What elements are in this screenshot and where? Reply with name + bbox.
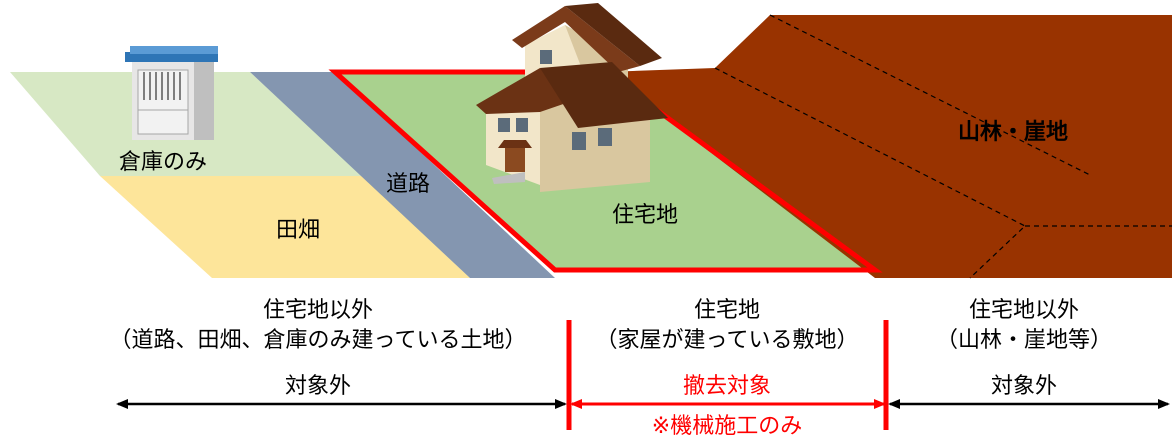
house-icon [476, 3, 668, 192]
center-status-label: 撤去対象 [682, 374, 772, 399]
slope-dashed-line [769, 14, 1091, 176]
left-caption-line1: 住宅地以外 [262, 298, 374, 323]
road-label: 道路 [385, 172, 431, 197]
machine-only-note: ※機械施工のみ [651, 414, 803, 439]
forest-cliff-area [605, 15, 1172, 278]
forest-cliff-label: 山林・崖地 [957, 120, 1069, 145]
storage-only-label: 倉庫のみ [118, 150, 208, 175]
left-status-label: 対象外 [284, 374, 352, 399]
storage-shed-icon [125, 46, 218, 140]
residential-label: 住宅地 [611, 203, 679, 228]
residential-outline [328, 69, 883, 273]
left-caption-line2: （道路、田畑、倉庫のみ建っている土地） [109, 328, 527, 353]
slope-dashed-line [714, 67, 1027, 279]
road-area [250, 72, 555, 278]
right-caption-line2: （山林・崖地等） [935, 328, 1113, 353]
right-caption-line1: 住宅地以外 [968, 298, 1080, 323]
field-area [100, 176, 470, 278]
field-label: 田畑 [275, 218, 321, 243]
right-status-label: 対象外 [990, 374, 1058, 399]
center-caption-line2: （家屋が建っている敷地） [595, 328, 859, 353]
center-caption-line1: 住宅地 [693, 298, 761, 323]
